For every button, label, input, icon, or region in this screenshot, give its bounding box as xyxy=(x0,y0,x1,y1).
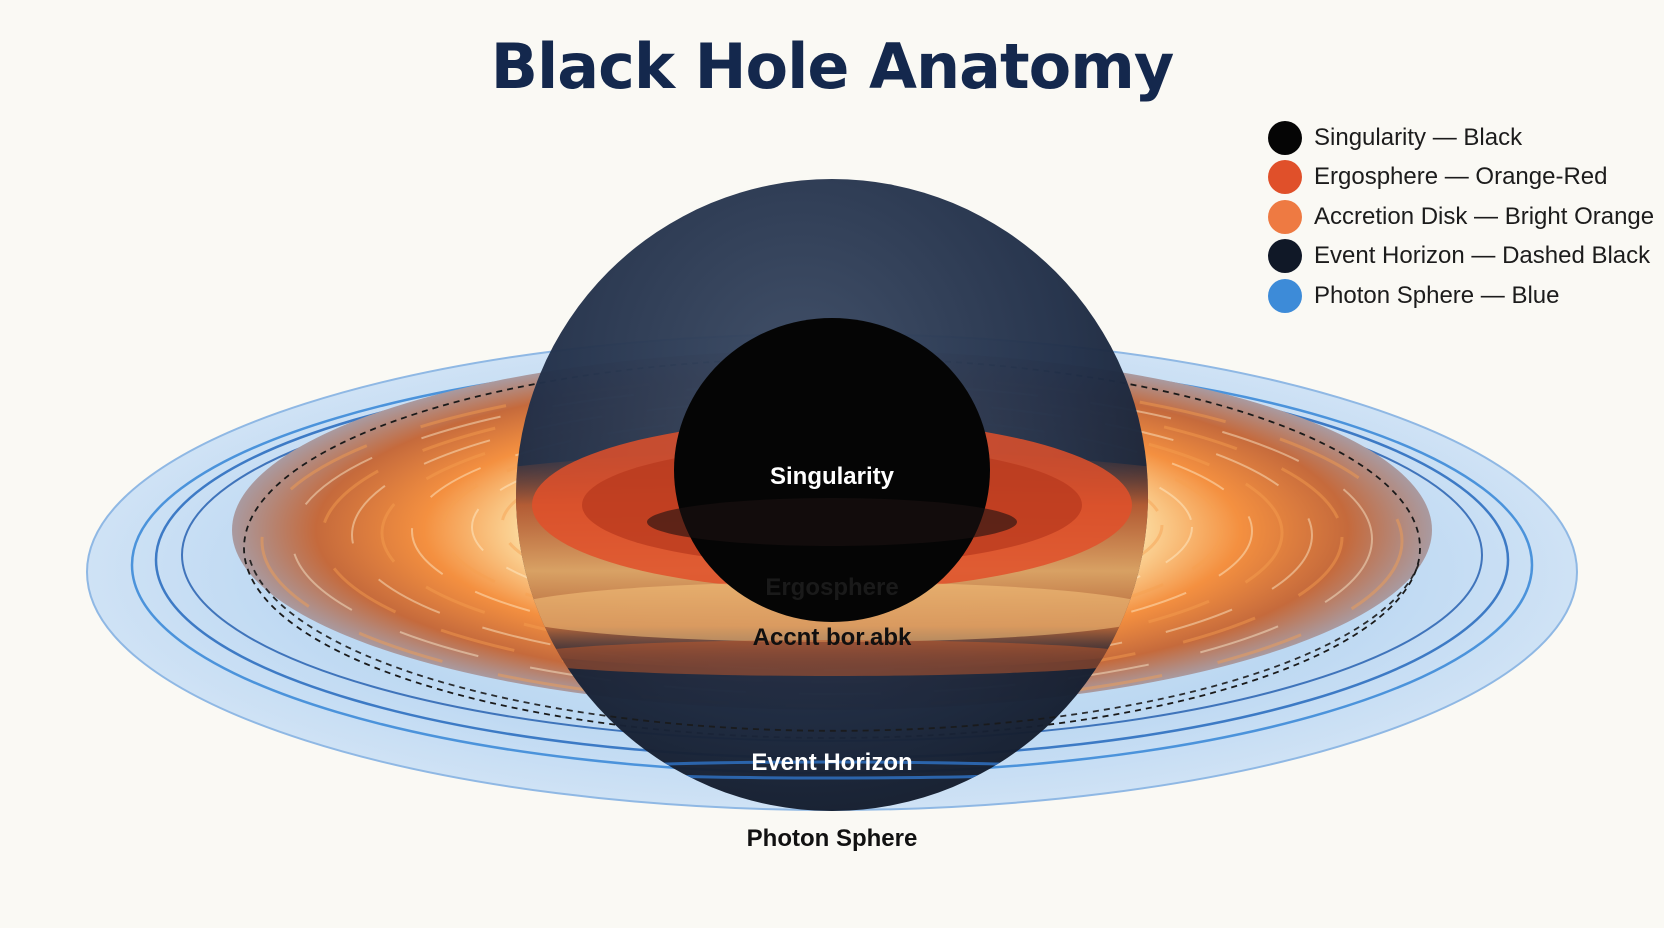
event-horizon-dashed-front xyxy=(249,559,1421,732)
label-event-horizon: Event Horizon xyxy=(751,749,912,776)
legend-label: Ergosphere — Orange-Red xyxy=(1314,163,1608,191)
legend-label: Accretion Disk — Bright Orange xyxy=(1314,202,1655,230)
legend-swatch xyxy=(1268,239,1302,274)
accretion-band-lower xyxy=(516,640,1148,676)
legend-item: Ergosphere — Orange-Red xyxy=(1268,158,1658,198)
legend-item: Accretion Disk — Bright Orange xyxy=(1268,197,1658,237)
singularity-core xyxy=(674,318,990,622)
label-ergosphere: Ergosphere xyxy=(765,574,898,601)
label-singularity: Singularity xyxy=(770,463,895,490)
legend-item: Singularity — Black xyxy=(1268,118,1658,158)
legend-label: Event Horizon — Dashed Black xyxy=(1314,242,1651,270)
accretion-streak xyxy=(380,406,1284,660)
legend-item: Photon Sphere — Blue xyxy=(1268,276,1658,316)
legend-swatch xyxy=(1268,278,1302,313)
legend-swatch xyxy=(1268,120,1302,155)
legend-swatch xyxy=(1268,199,1302,234)
legend-swatch xyxy=(1268,160,1302,195)
legend-label: Singularity — Black xyxy=(1314,123,1523,151)
page-title: Black Hole Anatomy xyxy=(490,30,1175,103)
label-accretion-disk: Accnt bor.abk xyxy=(753,624,912,651)
singularity-shadow xyxy=(647,498,1017,546)
legend-label: Photon Sphere — Blue xyxy=(1314,281,1560,309)
accretion-streak xyxy=(440,422,1224,636)
legend-item: Event Horizon — Dashed Black xyxy=(1268,237,1658,277)
label-photon-sphere: Photon Sphere xyxy=(747,825,918,852)
